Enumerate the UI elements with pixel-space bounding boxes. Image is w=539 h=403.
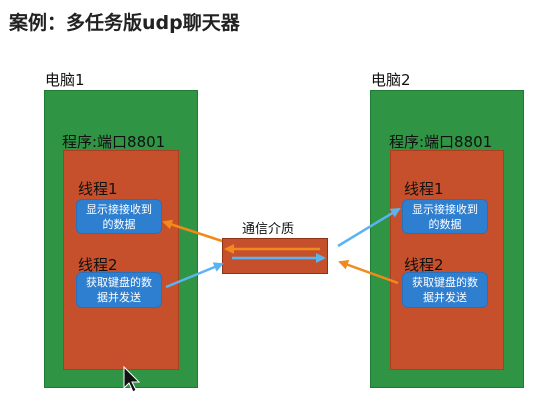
arrow-medium-to-pc1-receive — [162, 219, 223, 243]
computer-2-label: 电脑2 — [371, 71, 411, 89]
medium-box — [222, 238, 328, 274]
page-title: 案例：多任务版udp聊天器 — [9, 12, 240, 34]
mouse-cursor-icon — [123, 365, 141, 393]
computer-1-thread-2-task: 获取键盘的数据并发送 — [76, 272, 162, 308]
medium-label: 通信介质 — [242, 222, 295, 237]
computer-2-process-box — [390, 150, 504, 370]
computer-1-thread-1-task-text: 显示接接收到的数据 — [86, 202, 152, 231]
computer-2-thread-2-task-text: 获取键盘的数据并发送 — [412, 276, 478, 304]
computer-2-thread-1-task-text: 显示接接收到的数据 — [412, 202, 478, 231]
computer-1-thread-2-label: 线程2 — [78, 256, 118, 274]
computer-2-thread-2-label: 线程2 — [404, 256, 444, 274]
arrow-pc1-send-to-medium — [165, 262, 224, 289]
computer-1-process-label: 程序:端口8801 — [62, 133, 166, 151]
computer-2-process-label: 程序:端口8801 — [389, 133, 493, 151]
computer-1-thread-2-task-text: 获取键盘的数据并发送 — [86, 276, 152, 304]
computer-2-thread-2-task: 获取键盘的数据并发送 — [402, 272, 488, 308]
arrow-pc2-send-to-medium — [338, 260, 399, 285]
computer-1-label: 电脑1 — [45, 71, 85, 89]
computer-2-thread-1-label: 线程1 — [404, 180, 444, 198]
computer-1-thread-1-task: 显示接接收到的数据 — [76, 199, 162, 234]
arrow-medium-to-pc2-receive — [337, 207, 401, 248]
computer-1-thread-1-label: 线程1 — [78, 180, 118, 198]
computer-2-thread-1-task: 显示接接收到的数据 — [402, 199, 488, 234]
computer-1-process-box — [63, 150, 179, 370]
